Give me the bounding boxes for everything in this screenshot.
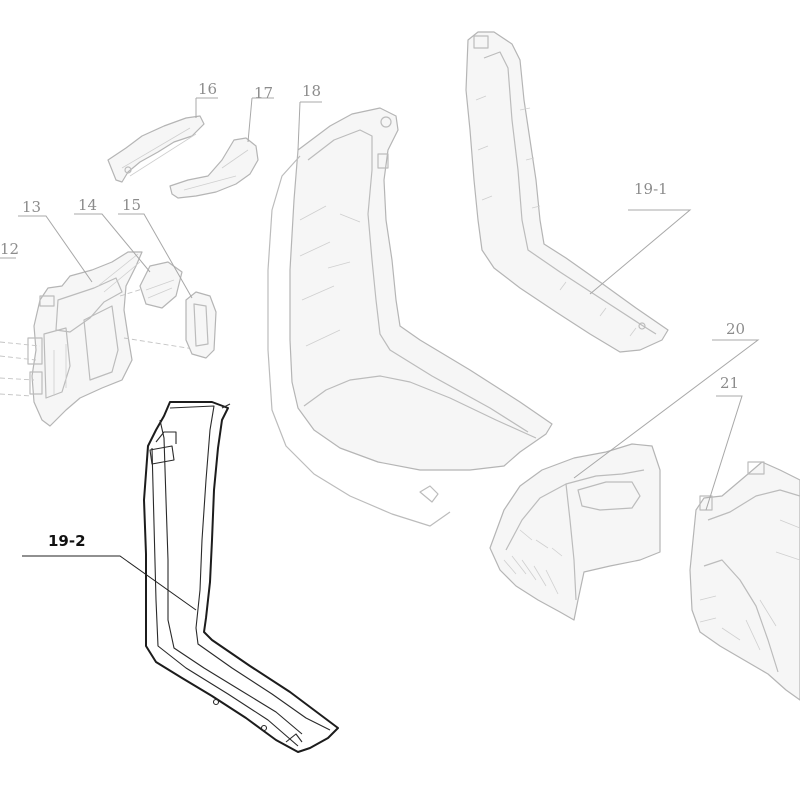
leader-lines [0,97,760,611]
label-14: 14 [78,196,97,214]
label-16: 16 [198,80,217,98]
part-19-1-side-panel [465,31,669,353]
label-19-2: 19-2 [48,532,86,550]
label-13: 13 [22,198,41,216]
part-18-main-panel [267,107,553,527]
part-16-bracket [107,115,205,183]
part-13-latch-assembly [27,251,143,427]
label-15: 15 [122,196,141,214]
part-15-switch [185,291,217,359]
part-20-floor-tray [489,443,661,621]
label-19-1: 19-1 [634,180,668,198]
label-17: 17 [254,84,273,102]
callout-labels: 12 13 14 15 16 17 18 19-1 20 21 19-2 [0,80,745,550]
label-20: 20 [726,320,745,338]
label-21: 21 [720,374,739,392]
part-12-dashed-leaders [0,285,201,397]
part-19-2-highlighted-panel [143,401,339,753]
label-18: 18 [302,82,321,100]
label-12: 12 [0,240,19,258]
part-14-clip [139,261,183,309]
part-21-body-section [689,461,800,701]
part-17-bracket [169,137,259,199]
